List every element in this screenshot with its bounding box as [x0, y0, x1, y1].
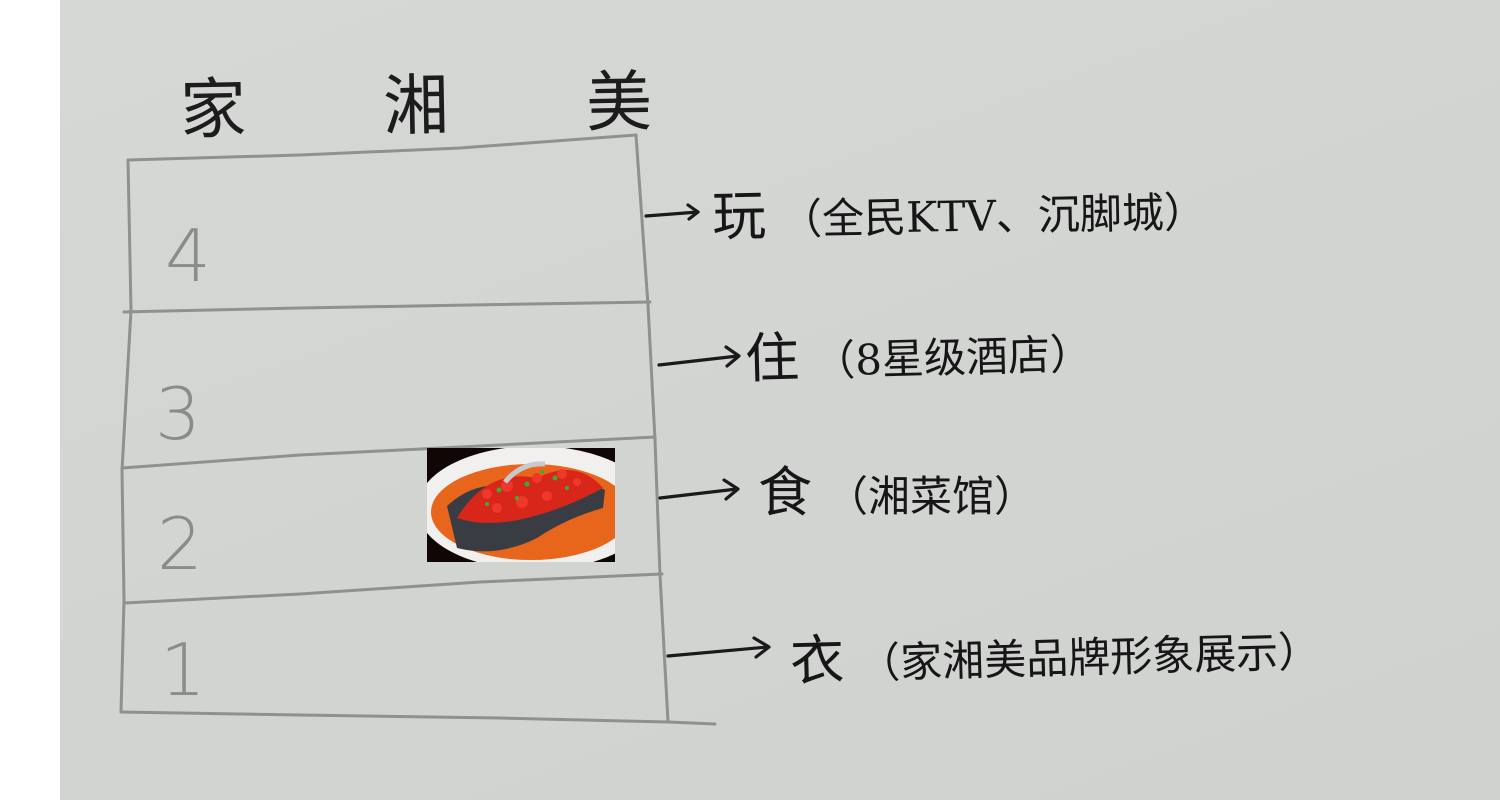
function-clothing: 衣	[789, 628, 846, 693]
function-clothing-detail: （家湘美品牌形象展示）	[857, 627, 1321, 689]
floor-2-function: 食 （湘菜馆）	[758, 448, 1036, 527]
function-play-detail: （全民KTV、沉脚城）	[779, 187, 1207, 245]
floor-number-1: 1	[160, 628, 206, 712]
floor-1-function: 衣（家湘美品牌形象展示）	[789, 603, 1321, 696]
floor-number-3: 3	[155, 372, 201, 456]
function-stay-detail: （8星级酒店）	[812, 329, 1093, 386]
floor-3-function: 住（8星级酒店）	[744, 305, 1093, 393]
dish-photo	[427, 448, 615, 562]
function-eat: 食	[758, 461, 812, 524]
function-eat-detail: （湘菜馆）	[826, 472, 1037, 521]
floor-4-function: 玩（全民KTV、沉脚城）	[711, 164, 1207, 252]
floor-number-2: 2	[157, 502, 203, 586]
floor-number-4: 4	[165, 214, 211, 298]
paper-background	[60, 0, 1500, 800]
function-stay: 住	[744, 326, 800, 391]
function-play: 玩	[711, 184, 767, 249]
